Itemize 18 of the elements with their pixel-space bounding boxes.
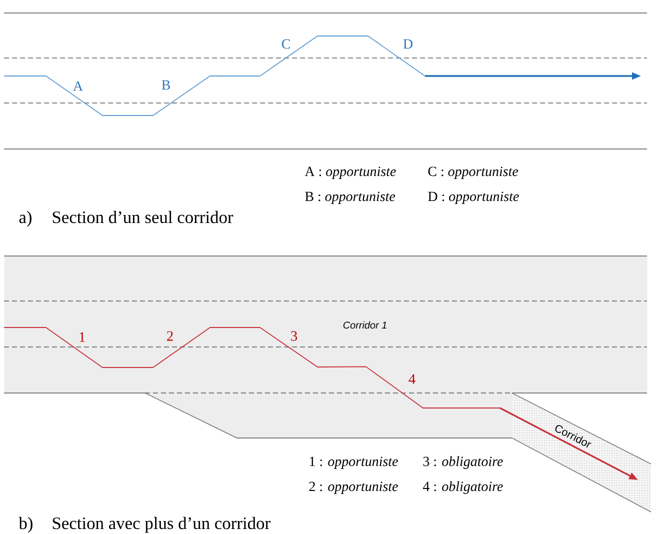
panel-letter: b) — [18, 516, 32, 533]
point-label: 4 — [408, 374, 416, 384]
panel-letter: a) — [19, 210, 32, 227]
panel-caption: Section d’un seul corridor — [52, 210, 234, 224]
key-text: 2 : opportuniste — [309, 482, 398, 494]
point-label: 3 — [291, 331, 298, 341]
key-text: D : opportuniste — [428, 192, 519, 204]
point-label: B — [162, 80, 170, 90]
point-label: 1 — [80, 332, 85, 342]
key-text: C : opportuniste — [428, 166, 518, 179]
point-label: A — [73, 81, 83, 91]
point-label: 2 — [167, 331, 173, 341]
panel-caption: Section avec plus d’un corridor — [52, 516, 270, 533]
key-text: B : opportuniste — [305, 192, 396, 204]
point-label: C — [282, 39, 290, 49]
point-label: D — [403, 39, 412, 49]
key-text: 1 : opportuniste — [310, 456, 398, 469]
key-text: A : opportuniste — [304, 166, 396, 179]
